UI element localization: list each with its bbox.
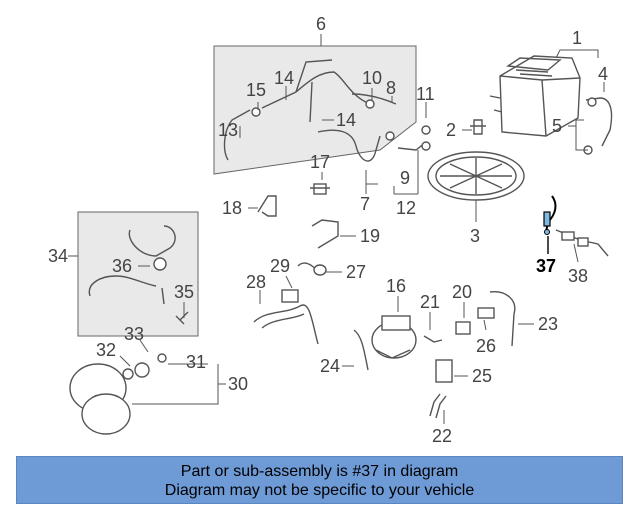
callout-32: 32 <box>96 340 116 360</box>
callout-5: 5 <box>552 116 562 136</box>
part-25-valve <box>435 359 453 383</box>
part-37-sensor <box>543 195 557 235</box>
fuel-filler-parts <box>69 353 167 435</box>
charcoal-canister <box>489 55 581 137</box>
callout-21: 21 <box>420 292 440 312</box>
callout-4: 4 <box>598 64 608 84</box>
part-20-bracket <box>455 321 471 335</box>
canister-hoses <box>583 97 613 155</box>
callout-19: 19 <box>360 226 380 246</box>
callout-22: 22 <box>432 426 452 446</box>
hose-7 <box>317 129 395 162</box>
part-21-fitting <box>423 335 443 343</box>
part-3-cover <box>427 151 525 201</box>
callout-15: 15 <box>246 80 266 100</box>
callout-12: 12 <box>396 198 416 218</box>
callout-7: 7 <box>360 194 370 214</box>
info-banner: Part or sub-assembly is #37 in diagram D… <box>16 456 623 504</box>
callout-16: 16 <box>386 276 406 296</box>
part-24-tube <box>353 329 369 371</box>
callout-30: 30 <box>228 374 248 394</box>
callout-31: 31 <box>186 352 206 372</box>
part-22-hose <box>429 393 447 419</box>
callout-6: 6 <box>316 14 326 34</box>
group-34-hoses <box>88 225 189 325</box>
part-2-fitting <box>470 119 486 135</box>
callout-37: 37 <box>536 256 556 276</box>
callout-13: 13 <box>218 120 238 140</box>
callout-20: 20 <box>452 282 472 302</box>
callout-10: 10 <box>362 68 382 88</box>
callout-29: 29 <box>270 256 290 276</box>
callout-2: 2 <box>446 120 456 140</box>
part-38-connector <box>555 229 609 257</box>
part-29-filter <box>281 289 299 303</box>
callout-38: 38 <box>568 266 588 286</box>
callout-labels: 1 2 3 4 5 6 7 8 9 10 11 12 13 14 14 15 1… <box>48 14 608 446</box>
callout-27: 27 <box>346 262 366 282</box>
part-16-pump <box>371 315 417 359</box>
leader-lines <box>68 34 605 424</box>
callout-24: 24 <box>320 356 340 376</box>
hose-assembly-6 <box>223 59 397 161</box>
callout-3: 3 <box>470 226 480 246</box>
callout-17: 17 <box>310 152 330 172</box>
part-18-bracket <box>257 195 277 217</box>
callout-18: 18 <box>222 198 242 218</box>
group-6-panel <box>213 45 417 175</box>
callout-11: 11 <box>416 84 435 104</box>
part-23-hose <box>489 291 516 347</box>
pipe-12 <box>397 125 431 151</box>
callout-36: 36 <box>112 256 132 276</box>
part-17-valve <box>310 183 330 195</box>
callout-34: 34 <box>48 246 68 266</box>
group-34-panel <box>77 211 199 337</box>
part-27-hose <box>297 262 327 276</box>
callout-8: 8 <box>386 78 396 98</box>
callout-14a: 14 <box>274 68 294 88</box>
banner-line-2: Diagram may not be specific to your vehi… <box>164 482 475 499</box>
callout-14b: 14 <box>336 110 356 130</box>
part-26-valve <box>477 307 495 319</box>
callout-26: 26 <box>476 336 496 356</box>
callout-33: 33 <box>124 324 144 344</box>
callout-23: 23 <box>538 314 558 334</box>
part-28-hose <box>253 304 319 345</box>
callout-28: 28 <box>246 272 266 292</box>
callout-25: 25 <box>472 366 492 386</box>
callout-1: 1 <box>572 28 582 48</box>
banner-line-1: Part or sub-assembly is #37 in diagram <box>180 463 459 480</box>
part-19-bracket <box>311 219 339 249</box>
parts-diagram: 1 2 3 4 5 6 7 8 9 10 11 12 13 14 14 15 1… <box>48 14 613 446</box>
callout-35: 35 <box>174 282 194 302</box>
callout-9: 9 <box>400 168 410 188</box>
